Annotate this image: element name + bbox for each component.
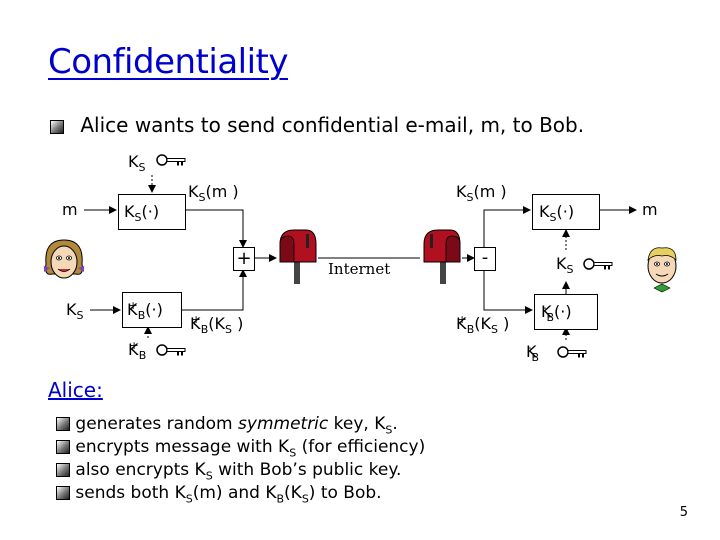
encrypted-key-right: K+B(KS ) <box>456 312 510 337</box>
alice-face-icon <box>44 239 84 279</box>
ks-session-key-right: KS <box>556 254 574 277</box>
alice-bullet-1: generates random symmetric key, KS. <box>56 414 398 435</box>
kb-private-key-label: K-B <box>526 340 540 365</box>
ks-session-key-left: KS <box>66 300 84 323</box>
page-number: 5 <box>679 505 688 520</box>
ciphertext-ks-m-left: KS(m ) <box>188 182 239 205</box>
encrypted-key-left: K+B(KS ) <box>190 312 244 337</box>
concatenate-plus-box: + <box>233 247 255 271</box>
alice-bullet-3: also encrypts KS with Bob’s public key. <box>56 460 401 481</box>
mailbox-icon <box>279 229 317 284</box>
alice-bullet-2: encrypts message with KS (for efficiency… <box>56 437 425 458</box>
mailbox-icon <box>423 229 461 284</box>
public-key-encrypt-box: K+B(·) <box>122 292 182 328</box>
key-icon <box>156 344 186 356</box>
intro-bullet: Alice wants to send confidential e-mail,… <box>50 113 584 137</box>
alice-bullet-4: sends both KS(m) and KB(KS) to Bob. <box>56 483 382 504</box>
slide-title: Confidentiality <box>48 42 289 82</box>
bob-face-icon <box>647 247 677 293</box>
bullet-square-icon <box>50 119 64 134</box>
private-key-decrypt-box: K-B(·) <box>534 294 598 330</box>
symmetric-decrypt-box: KS(·) <box>532 194 600 230</box>
ks-top-label: KS <box>128 152 146 175</box>
key-icon <box>557 346 587 358</box>
kb-public-key-label: K+B <box>128 338 147 363</box>
split-minus-box: - <box>474 247 496 271</box>
alice-heading: Alice: <box>48 378 103 402</box>
symmetric-encrypt-box: KS(·) <box>118 194 186 230</box>
internet-label: Internet <box>328 260 391 278</box>
ciphertext-ks-m-right: KS(m ) <box>456 182 507 205</box>
key-icon <box>156 154 186 166</box>
plaintext-m-left: m <box>62 200 78 219</box>
key-icon <box>583 258 613 270</box>
plaintext-m-right: m <box>642 200 658 219</box>
intro-text: Alice wants to send confidential e-mail,… <box>80 113 585 137</box>
